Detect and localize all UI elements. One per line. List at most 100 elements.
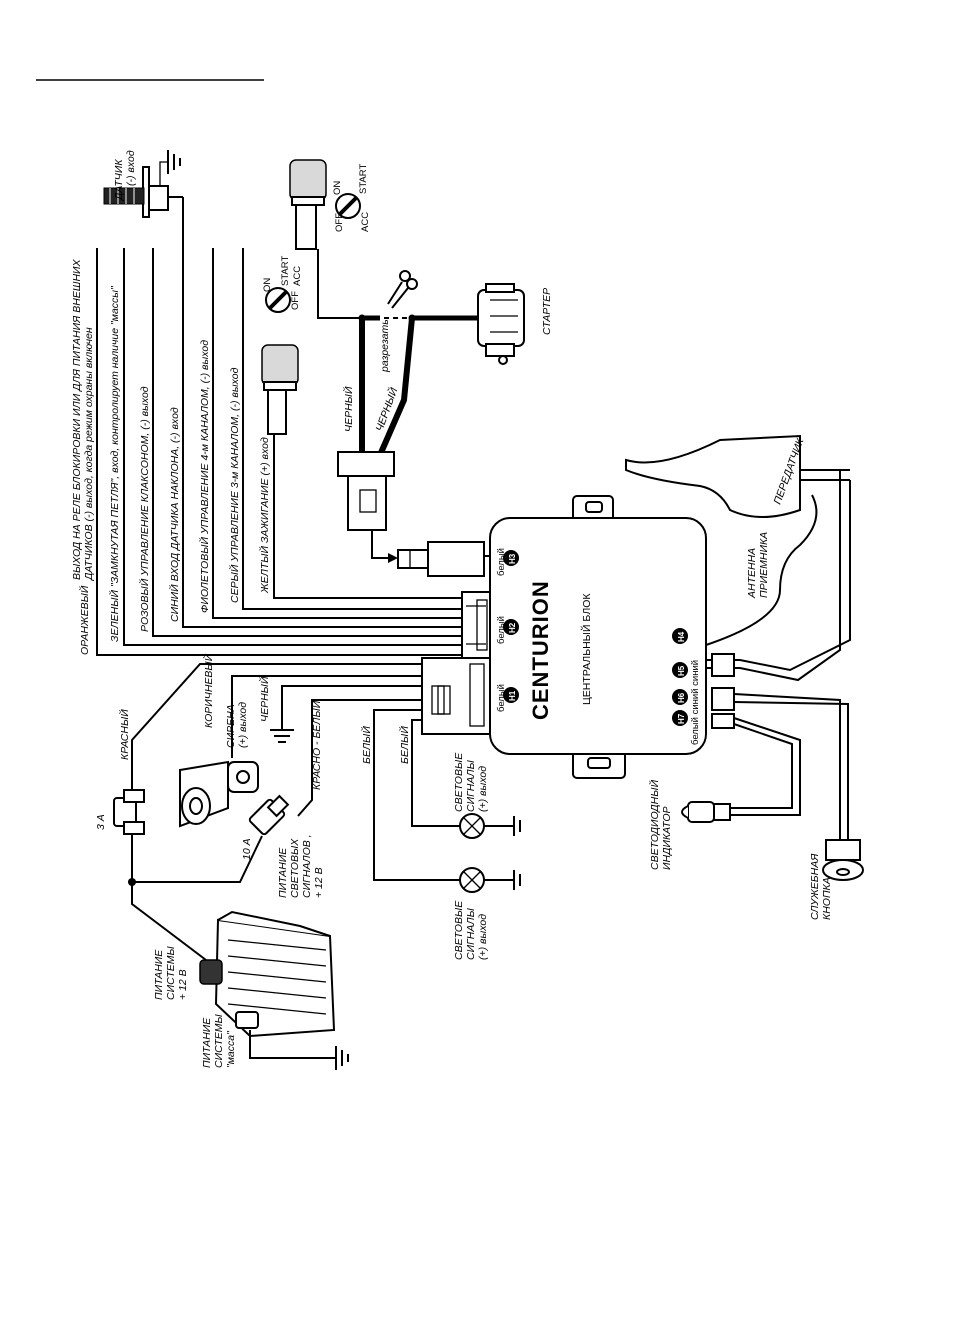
light-bulb-2 — [459, 867, 521, 893]
light-signals-2-label-3: (+) выход — [477, 914, 489, 960]
starter-circuit — [317, 260, 525, 563]
connector-h6: H6 — [672, 689, 688, 705]
h2-wire-bundle — [96, 197, 462, 656]
black-thick-label-1: ЧЕРНЫЙ — [342, 386, 355, 432]
h3-connector-plug — [397, 541, 490, 577]
label-orange: ОРАНЖЕВЫЙ — [78, 585, 91, 655]
scissors-icon — [387, 270, 418, 309]
h6-wire-a — [733, 693, 841, 840]
sensor — [103, 150, 183, 218]
h6-plug — [711, 687, 735, 711]
svg-text:H7: H7 — [677, 713, 686, 724]
svg-text:H3: H3 — [508, 553, 517, 564]
white-wire-1 — [373, 709, 460, 881]
system-power-wire — [131, 882, 207, 961]
label-violet: ФИОЛЕТОВЫЙ УПРАВЛЕНИЕ 4-м КАНАЛОМ, (-) в… — [198, 340, 211, 613]
h7-wire-b — [730, 723, 793, 809]
h7-wire-a — [730, 717, 801, 816]
ign-right-on: ON — [332, 181, 343, 195]
fuse-3a-label: 3 А — [95, 814, 107, 830]
connector-h3: H3 — [503, 550, 519, 566]
central-unit-label: ЦЕНТРАЛЬНЫЙ БЛОК — [580, 593, 593, 705]
connector-h4: H4 — [672, 628, 688, 644]
connector-h7: H7 — [672, 710, 688, 726]
h2-color: белый — [496, 616, 507, 644]
brown-wire — [231, 675, 422, 758]
ign-left-start: START — [280, 256, 291, 286]
service-button-label-1: СЛУЖЕБНАЯ — [809, 853, 821, 920]
ignition-switch-right — [289, 159, 361, 260]
siren-label-2: (+) выход — [237, 702, 249, 748]
ground-icon — [335, 1046, 349, 1070]
connector-h2: H2 — [503, 619, 519, 635]
ign-left-on: ON — [262, 278, 273, 292]
white-label-2: БЕЛЫЙ — [398, 726, 411, 764]
antenna-wire — [705, 494, 818, 646]
ignition-switch-left — [261, 287, 299, 446]
central-unit: CENTURION ЦЕНТРАЛЬНЫЙ БЛОК H1 белый H2 б… — [489, 495, 707, 779]
ign-right-acc: ACC — [360, 212, 371, 232]
fuse-3a — [113, 789, 145, 835]
sensor-label-1: ДАТЧИК — [113, 159, 125, 201]
led-indicator — [681, 801, 731, 823]
red-white-wire — [297, 699, 422, 817]
red-white-label: КРАСНО - БЕЛЫЙ — [310, 700, 323, 790]
black-label: ЧЕРНЫЙ — [258, 676, 271, 722]
label-pink: РОЗОВЫЙ УПРАВЛЕНИЕ КЛАКСОНОМ, (-) выход — [138, 386, 151, 632]
ign-left-acc: ACC — [292, 266, 303, 286]
ign-right-start: START — [358, 164, 369, 194]
black-wire — [281, 685, 422, 730]
system-ground-label-1: ПИТАНИЕ — [201, 1017, 213, 1068]
antenna-label-1: АНТЕННА — [746, 548, 758, 599]
light-signals-1-label-3: (+) выход — [477, 766, 489, 812]
label-yellow: ЖЕЛТЫЙ ЗАЖИГАНИЕ (+) вход — [258, 437, 271, 594]
connector-h5: H5 — [672, 662, 688, 678]
brown-label: КОРИЧНЕВЫЙ — [202, 653, 215, 728]
battery — [199, 910, 336, 1038]
light-power-label-2: СВЕТОВЫХ — [289, 838, 301, 898]
starter-motor-icon — [477, 283, 525, 365]
ground-icon — [270, 729, 294, 743]
svg-text:H4: H4 — [677, 631, 686, 642]
h6-wire-b — [733, 701, 849, 840]
service-button — [822, 839, 864, 881]
svg-text:H2: H2 — [508, 622, 517, 633]
ign-left-off: OFF — [290, 291, 301, 310]
service-button-label-2: КНОПКА — [821, 877, 833, 920]
label-orange-desc1: ВЫХОД НА РЕЛЕ БЛОКИРОВКИ ИЛИ ДЛЯ ПИТАНИЯ… — [71, 258, 83, 580]
label-orange-desc2: ДАТЧИКОВ (-) выход, когда режим охраны в… — [83, 327, 95, 581]
starter-label: СТАРТЕР — [541, 288, 553, 335]
h567-colors: белый синий синий — [690, 660, 701, 745]
transmitter — [625, 434, 850, 518]
white-label-1: БЕЛЫЙ — [360, 726, 373, 764]
system-power-label-1: ПИТАНИЕ — [153, 949, 165, 1000]
system-power-label-3: + 12 В — [177, 969, 189, 1000]
h2-connector-plug — [461, 591, 491, 659]
h5-plug — [711, 653, 735, 677]
red-label: КРАСНЫЙ — [118, 709, 131, 760]
siren-label-1: СИРЕНА — [225, 704, 237, 748]
h1-connector-plug — [421, 657, 491, 735]
light-power-label-1: ПИТАНИЕ — [277, 847, 289, 898]
light-signals-2-label-1: СВЕТОВЫЕ — [453, 900, 465, 960]
light-power-label-3: СИГНАЛОВ , — [301, 834, 313, 898]
label-green: ЗЕЛЕНЫЙ "ЗАМКНУТАЯ ПЕТЛЯ", вход, контрол… — [108, 285, 121, 642]
power-light-wire — [131, 834, 263, 883]
label-grey: СЕРЫЙ УПРАВЛЕНИЕ 3-м КАНАЛОМ, (-) выход — [228, 367, 241, 603]
svg-text:H6: H6 — [677, 692, 686, 703]
sensor-label-2: (-) вход — [125, 150, 137, 186]
white-wire-2 — [411, 719, 460, 827]
h3-color: белый — [496, 548, 507, 576]
light-signals-1-label-1: СВЕТОВЫЕ — [453, 752, 465, 812]
fuse-10a-label: 10 А — [241, 838, 253, 860]
cut-label: разрезать — [379, 319, 391, 373]
system-ground-label-3: "масса" — [225, 1030, 237, 1068]
connector-h1: H1 — [503, 687, 519, 703]
svg-text:H5: H5 — [677, 665, 686, 676]
antenna-label-2: ПРИЕМНИКА — [758, 532, 770, 598]
system-power-label-2: СИСТЕМЫ — [165, 946, 177, 1000]
h7-plug — [711, 713, 735, 729]
light-power-label-4: + 12 В — [313, 867, 325, 898]
